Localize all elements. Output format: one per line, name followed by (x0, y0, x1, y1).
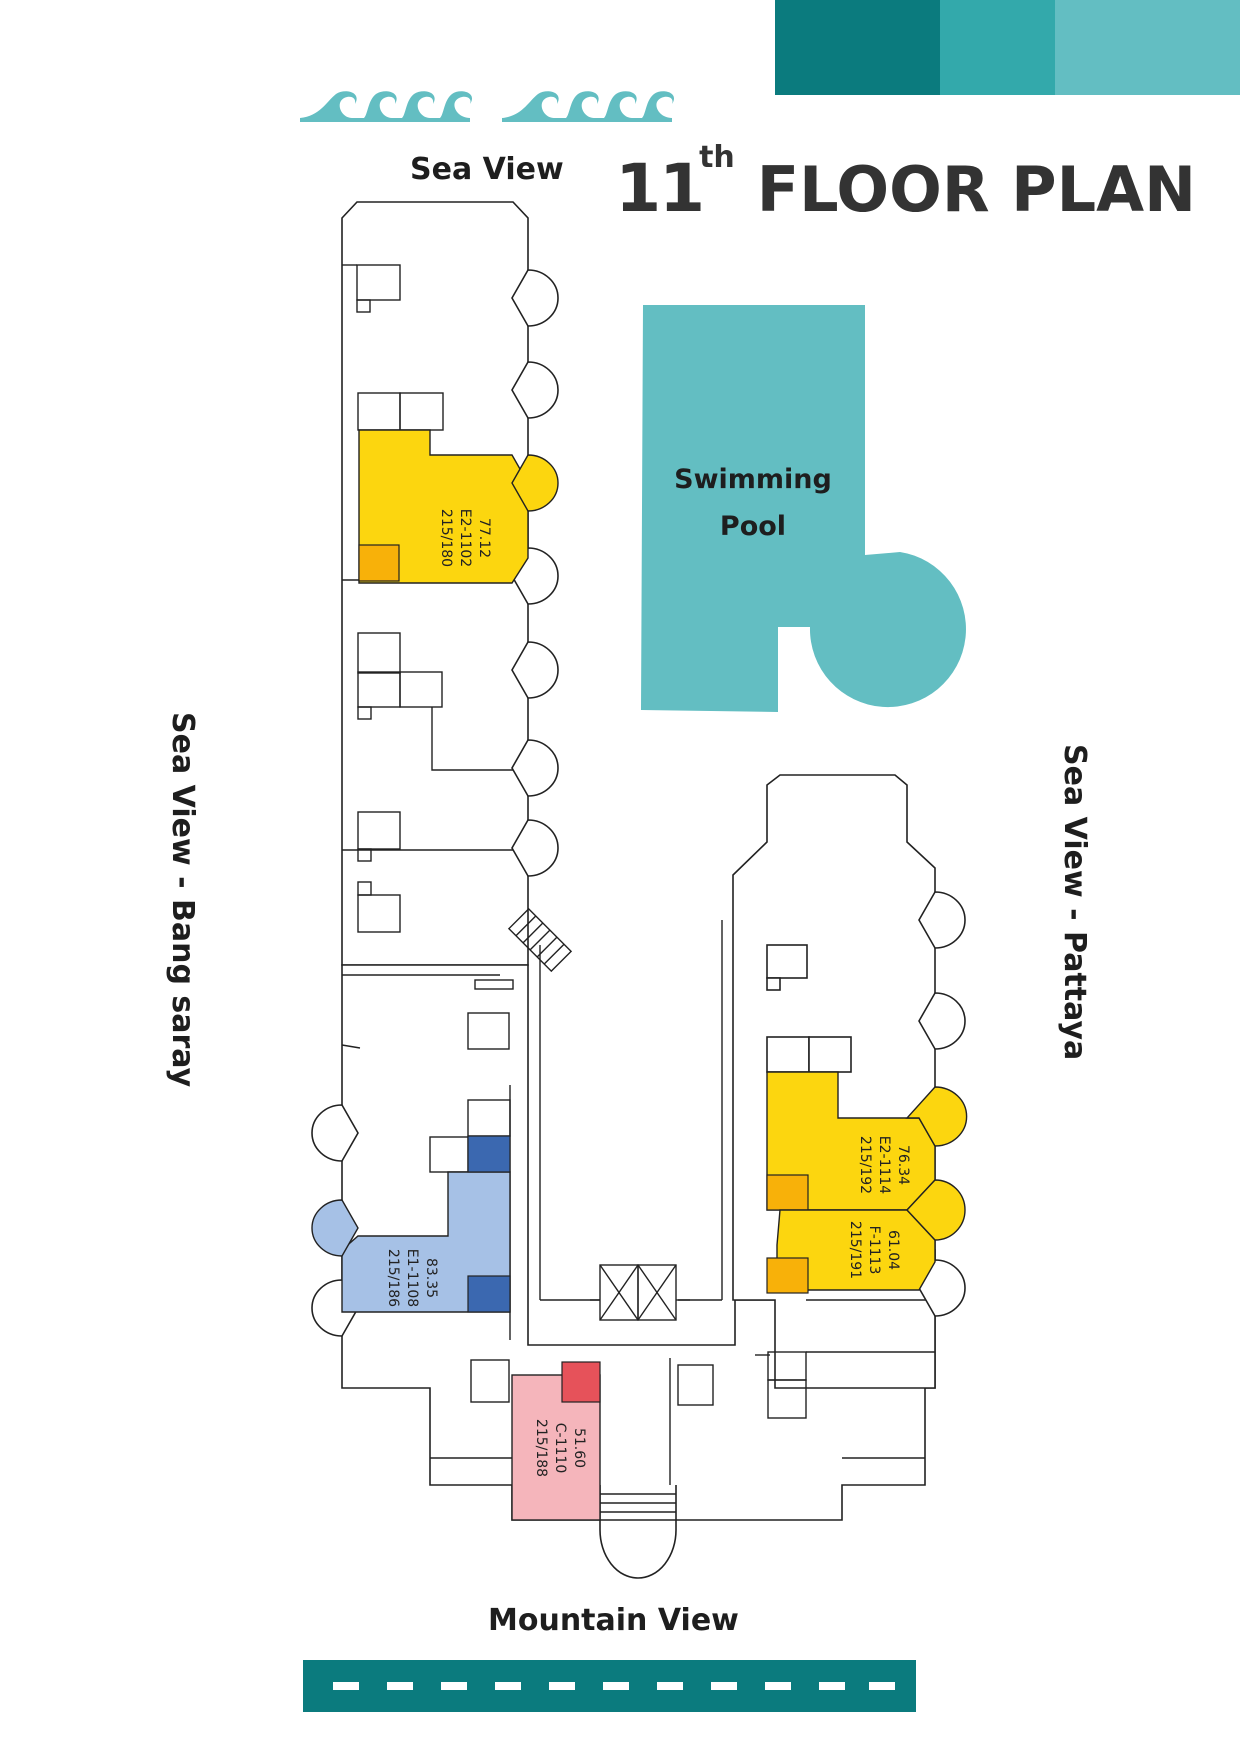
unit-code: C-1110 (552, 1423, 568, 1473)
unit-address: 215/188 (533, 1419, 549, 1477)
unit-area: 76.34 (895, 1145, 911, 1185)
unit-address: 215/186 (385, 1249, 401, 1307)
unit-code: E2-1114 (876, 1136, 892, 1195)
unit-address: 215/192 (857, 1136, 873, 1194)
unit-code: E2-1102 (457, 509, 473, 567)
header-band-light (1055, 0, 1240, 95)
unit-area: 61.04 (885, 1230, 901, 1270)
left-wing-rooms (341, 264, 935, 1485)
unit-area: 51.60 (571, 1428, 587, 1468)
unit-area: 83.35 (423, 1258, 439, 1298)
unit-c-1110[interactable]: 51.60 C-1110 215/188 (511, 1361, 601, 1521)
swimming-pool: Swimming Pool (641, 305, 966, 712)
unit-code: F-1113 (866, 1226, 882, 1275)
road-icon (303, 1660, 916, 1712)
page-title: 11th FLOOR PLAN (615, 140, 1196, 227)
unit-e1-1108[interactable]: 83.35 E1-1108 215/186 (311, 1135, 511, 1313)
floor-suffix: th (699, 140, 735, 175)
pool-label-line2: Pool (720, 511, 786, 542)
unit-address: 215/180 (438, 509, 454, 567)
header-band-dark (775, 0, 940, 95)
bay-windows (311, 269, 966, 1337)
unit-code: E1-1108 (404, 1249, 420, 1307)
view-label-top: Sea View (410, 152, 564, 187)
wave-icon (502, 91, 675, 122)
pool-label-line1: Swimming (674, 464, 832, 495)
unit-area: 77.12 (476, 518, 492, 558)
view-label-bottom: Mountain View (488, 1603, 739, 1638)
unit-e2-1102[interactable]: 77.12 E2-1102 215/180 (358, 429, 559, 584)
floor-number: 11 (615, 150, 705, 227)
unit-f-1113[interactable]: 61.04 F-1113 215/191 (766, 1179, 966, 1294)
title-text: FLOOR PLAN (756, 153, 1196, 226)
unit-address: 215/191 (847, 1221, 863, 1279)
header-band-mid (940, 0, 1055, 95)
unit-e2-1114[interactable]: 76.34 E2-1114 215/192 (766, 1071, 968, 1211)
wave-icon (300, 91, 473, 122)
